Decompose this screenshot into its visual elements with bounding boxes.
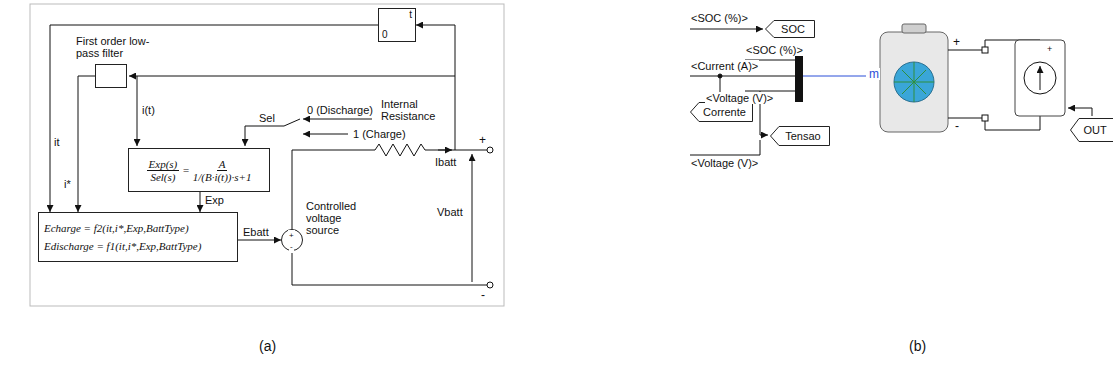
block: First order low-pass filter [95, 64, 127, 88]
signal-wire [690, 29, 763, 30]
annotation: + [1046, 43, 1053, 55]
goto-tag: OUT [1070, 118, 1113, 142]
tag-shape [766, 21, 815, 38]
battery-emblem-lines [894, 62, 934, 102]
power-wire [948, 116, 1040, 130]
signal-connector [50, 25, 378, 212]
integrator-text: t [409, 9, 412, 20]
annotation: (b) [908, 340, 927, 352]
annotation: Internal Resistance [380, 98, 442, 122]
current-source-arrow [1040, 66, 1041, 90]
annotation: - [289, 241, 294, 253]
annotation: i(t) [141, 104, 156, 116]
connector-label: Ebatt [242, 226, 270, 238]
switch-symbol [284, 119, 300, 126]
signal-connector [78, 76, 95, 212]
tag-text: Tensao [785, 130, 820, 142]
annotation: Vbatt [436, 206, 464, 218]
annotation: 0 (Discharge) [306, 104, 374, 116]
goto-tag: Corrente [690, 102, 753, 122]
annotation: Sel [258, 112, 276, 124]
goto-tag: SOC [765, 20, 815, 38]
equation: Echarge = f2(it,i*,Exp,BattType) [44, 219, 201, 237]
connector-label: it [53, 136, 61, 148]
annotation: 1 (Charge) [352, 128, 407, 140]
tag-label: Tensao [779, 130, 820, 142]
annotation: <SOC (%)> [690, 12, 749, 24]
block-heading: Controlled voltage source [306, 200, 368, 236]
signal-wire [137, 76, 138, 146]
fraction: Exp(s)Sel(s) [147, 158, 180, 183]
annotation: <Voltage (V)> [705, 92, 774, 104]
signal-connector [200, 192, 201, 212]
connector-label: Exp [204, 194, 225, 206]
annotation: + [952, 36, 961, 48]
connector-label: i* [63, 178, 72, 190]
terminal [487, 282, 493, 288]
block: Echarge = f2(it,i*,Exp,BattType)Edischar… [38, 212, 238, 262]
fraction: A1/(B·i(t))·s+1 [193, 158, 252, 183]
denominator: 1/(B·i(t))·s+1 [193, 171, 252, 183]
tag-shape [771, 127, 830, 146]
battery-cap [902, 24, 926, 33]
transfer-function: Exp(s)Sel(s)=A1/(B·i(t))·s+1 [144, 158, 255, 183]
battery-icon [880, 32, 948, 132]
tag-text: OUT [1083, 124, 1106, 136]
bus-wire [803, 76, 866, 77]
signal-connector [238, 240, 281, 241]
annotation: <SOC (%)> [745, 44, 804, 56]
equals-sign: = [182, 164, 189, 176]
signal-wire [303, 134, 348, 135]
annotation: - [954, 120, 960, 132]
current-source-block [1015, 40, 1065, 116]
tag-shape [1071, 119, 1113, 142]
annotation: <Voltage (V)> [690, 157, 759, 169]
goto-tag: Tensao [770, 126, 830, 146]
signal-wire [129, 76, 455, 77]
tag-label: Corrente [697, 106, 746, 118]
annotation: Ibatt [434, 156, 457, 168]
port [982, 115, 988, 121]
power-wire [292, 251, 487, 285]
equation: Edischarge = f1(it,i*,Exp,BattType) [44, 237, 201, 255]
tag-label: OUT [1077, 124, 1106, 136]
annotation: m [868, 68, 880, 80]
terminal [487, 147, 493, 153]
block: 0t [378, 8, 416, 42]
bus-selector [795, 50, 803, 102]
voltage-arrow [472, 154, 473, 282]
signal-wire [245, 126, 284, 146]
annotation: - [480, 289, 486, 301]
battery-emblem [894, 62, 934, 102]
signal-wire [690, 76, 795, 77]
signal-wire [303, 119, 372, 120]
numerator: A [217, 158, 228, 171]
tag-shape [691, 103, 753, 122]
block: Exp(s)Sel(s)=A1/(B·i(t))·s+1 [128, 148, 270, 192]
equation-list: Echarge = f2(it,i*,Exp,BattType)Edischar… [44, 219, 201, 255]
signal-wire [1068, 108, 1092, 116]
panel-frame [30, 4, 504, 306]
integrator-text: 0 [382, 29, 388, 40]
tag-text: SOC [781, 23, 805, 35]
denominator: Sel(s) [150, 171, 175, 183]
signal-wire [416, 25, 455, 150]
signal-wire [690, 140, 760, 155]
current-arrow [438, 150, 452, 151]
annotation: <Current (A)> [690, 60, 759, 72]
port [982, 47, 988, 53]
annotation: + [478, 134, 487, 146]
numerator: Exp(s) [147, 158, 180, 171]
annotation: (a) [258, 340, 277, 352]
current-source-symbol [1024, 62, 1056, 94]
block-heading: First order low-pass filter [76, 35, 166, 59]
tag-label: SOC [775, 23, 805, 35]
tag-text: Corrente [703, 106, 746, 118]
